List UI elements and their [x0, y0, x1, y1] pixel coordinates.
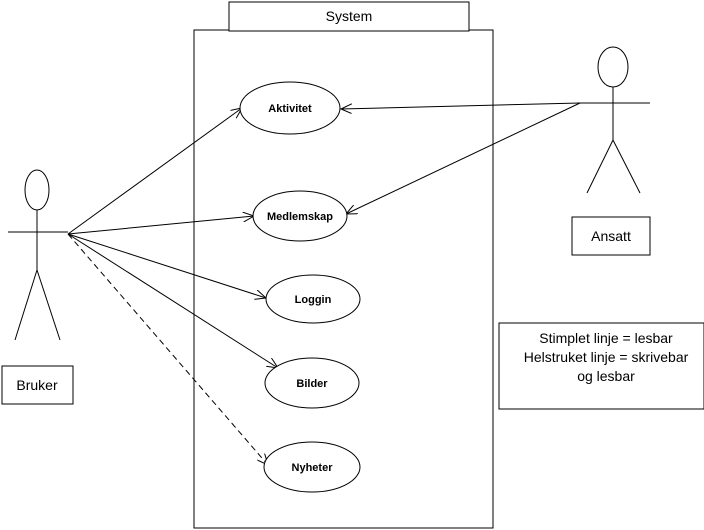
use-case-nyheter: Nyheter [263, 441, 361, 493]
actor-bruker [8, 169, 68, 341]
use-case-nyheter-label: Nyheter [292, 462, 334, 474]
use-case-aktivitet: Aktivitet [239, 81, 341, 135]
association-bruker-aktivitet [67, 108, 242, 235]
actor-ansatt-left-leg [586, 139, 614, 194]
system-title: System [326, 8, 373, 24]
actor-ansatt-head [597, 46, 629, 88]
actor-ansatt-label: Ansatt [591, 228, 631, 244]
legend-line-dashed: Stimplet linje = lesbar [539, 330, 673, 346]
use-case-bilder-shape [264, 357, 360, 409]
actor-bruker-label-box: Bruker [1, 365, 74, 405]
actor-ansatt [578, 46, 650, 194]
use-case-medlemskap-shape [252, 190, 348, 242]
actor-bruker-right-leg [36, 269, 61, 341]
use-case-nyheter-shape [263, 441, 361, 493]
legend-line-solid-cont: og lesbar [577, 368, 635, 384]
use-case-medlemskap-label: Medlemskap [267, 211, 333, 223]
legend: Stimplet linje = lesbar Helstruket linje… [498, 322, 704, 410]
actor-ansatt-label-box: Ansatt [571, 216, 651, 256]
actor-ansatt-right-leg [612, 139, 641, 194]
actor-bruker-left-leg [14, 269, 38, 341]
association-bruker-bilder [67, 233, 278, 368]
legend-box [498, 322, 704, 410]
use-case-bilder-label: Bilder [296, 378, 328, 390]
association-ansatt-aktivitet [341, 102, 581, 109]
use-case-aktivitet-label: Aktivitet [268, 103, 312, 115]
association-ansatt-medlemskap [346, 102, 581, 214]
actor-bruker-head [24, 169, 50, 211]
use-case-aktivitet-shape [239, 81, 341, 135]
association-bruker-nyheter-dashed [67, 233, 268, 465]
associations-bruker [67, 108, 278, 465]
use-case-medlemskap: Medlemskap [252, 190, 348, 242]
association-bruker-loggin [67, 233, 266, 298]
associations-ansatt [341, 102, 581, 214]
use-case-bilder: Bilder [264, 357, 360, 409]
actor-bruker-label-frame [1, 365, 74, 405]
legend-line-solid: Helstruket linje = skrivebar [524, 349, 689, 365]
system-title-box: System [228, 1, 470, 32]
system-title-frame [228, 1, 470, 32]
use-case-loggin-label: Loggin [295, 294, 332, 306]
use-case-loggin: Loggin [265, 274, 361, 324]
actor-bruker-label: Bruker [16, 377, 58, 393]
use-case-loggin-shape [265, 274, 361, 324]
association-bruker-medlemskap [67, 216, 254, 235]
actor-ansatt-label-frame [571, 216, 651, 256]
